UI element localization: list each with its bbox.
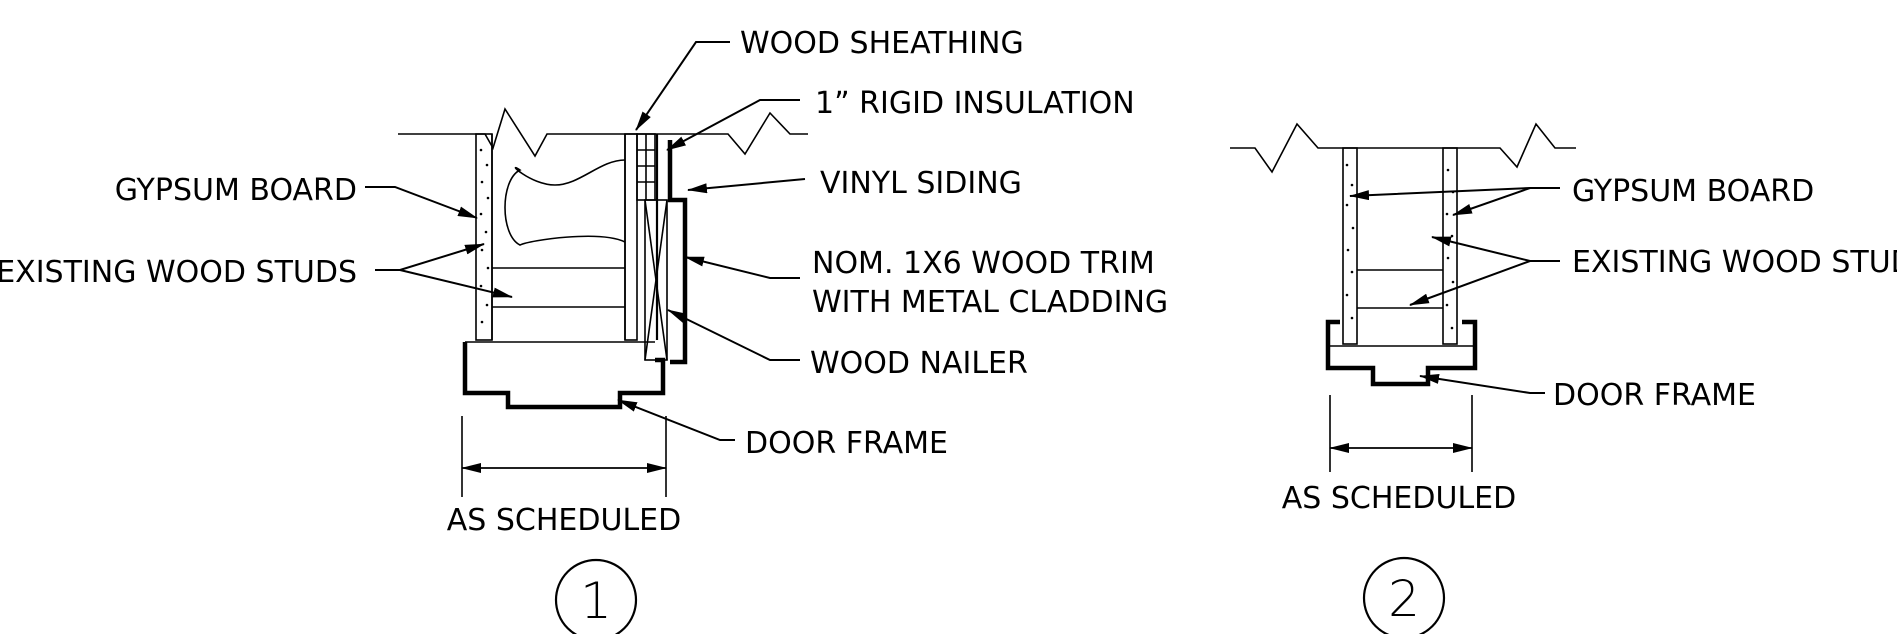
gypsum-board-left [475, 133, 493, 341]
gypsum-board-left-2 [1342, 147, 1358, 345]
label-vinyl-siding: VINYL SIDING [820, 166, 1022, 201]
wood-sheathing-1 [624, 133, 638, 341]
label-dimension-2: AS SCHEDULED [1282, 481, 1516, 516]
door-frame-2 [1325, 319, 1478, 387]
break-line [1230, 122, 1576, 174]
detail-1-bubble [554, 558, 638, 634]
dimension-2 [1329, 395, 1473, 472]
label-existing-wood-studs-1: EXISTING WOOD STUDS [0, 255, 357, 290]
wood-studs-2 [1357, 269, 1443, 309]
door-frame-1 [462, 342, 666, 410]
label-wood-nailer: WOOD NAILER [810, 346, 1028, 381]
label-wood-trim-line2: WITH METAL CLADDING [812, 285, 1168, 320]
label-existing-wood-studs-2: EXISTING WOOD STUDS [1572, 245, 1897, 280]
label-door-frame-1: DOOR FRAME [745, 426, 948, 461]
label-gypsum-board-1: GYPSUM BOARD [115, 173, 357, 208]
dimension-1 [461, 416, 667, 497]
break-line [398, 107, 808, 158]
label-dimension-1: AS SCHEDULED [447, 503, 681, 538]
vinyl-siding [667, 140, 688, 365]
detail-2: GYPSUM BOARD EXISTING WOOD STUDS DOOR FR… [1230, 122, 1897, 634]
label-door-frame-2: DOOR FRAME [1553, 378, 1756, 413]
detail-2-bubble [1362, 556, 1446, 634]
wood-studs-1 [491, 134, 626, 340]
gypsum-board-right-2 [1442, 147, 1458, 345]
detail-1-number: 1 [580, 572, 612, 630]
label-rigid-insulation: 1” RIGID INSULATION [815, 86, 1135, 121]
detail-1: WOOD SHEATHING 1” RIGID INSULATION VINYL… [0, 26, 1168, 634]
rigid-insulation [636, 133, 656, 201]
label-wood-sheathing: WOOD SHEATHING [740, 26, 1024, 61]
label-gypsum-board-2: GYPSUM BOARD [1572, 174, 1814, 209]
label-wood-trim-line1: NOM. 1X6 WOOD TRIM [812, 246, 1155, 281]
detail-2-number: 2 [1388, 570, 1420, 628]
